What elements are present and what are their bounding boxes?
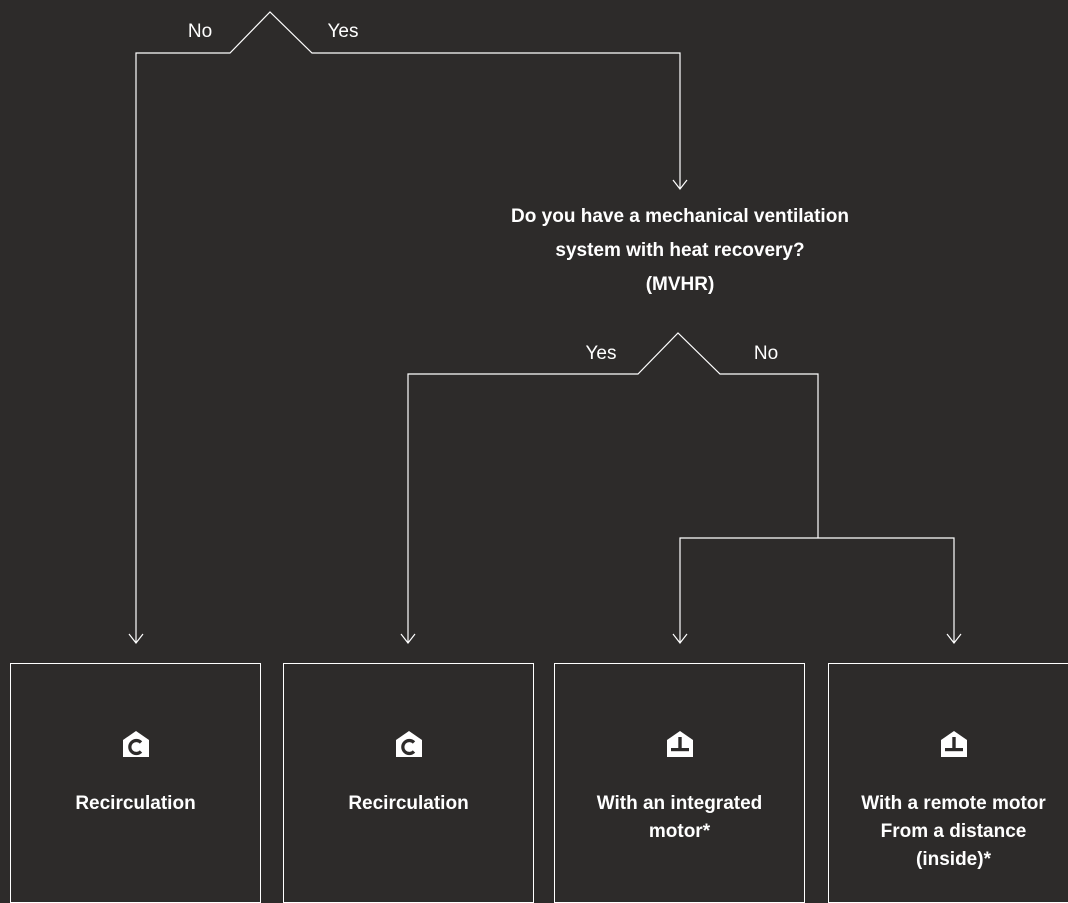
- option-title: With a remote motor From a distance (ins…: [829, 790, 1068, 874]
- option-title-line: Recirculation: [75, 793, 196, 814]
- recirculation-house-icon: [122, 731, 149, 757]
- mvhr-question: Do you have a mechanical ventilation sys…: [430, 200, 930, 302]
- extraction-motor-house-icon: [940, 731, 967, 757]
- arrowhead-option-2: [400, 633, 416, 644]
- arrowhead-option-3: [672, 633, 688, 644]
- option-title-line: With an integrated: [596, 793, 763, 814]
- option-title: With an integrated motor*: [555, 790, 804, 846]
- motor-split-connector: [679, 537, 955, 643]
- mvhr-yes-label: Yes: [585, 343, 617, 364]
- arrowhead-left-option-1: [128, 633, 144, 644]
- mvhr-branch-connector: [407, 332, 819, 643]
- option-title-line: (inside)*: [916, 849, 991, 870]
- top-no-label: No: [187, 21, 213, 42]
- option-title-line: Recirculation: [348, 793, 469, 814]
- option-title-line: From a distance: [880, 821, 1027, 842]
- option-card-recirculation-2[interactable]: Recirculation: [283, 663, 534, 903]
- arrowhead-question: [672, 179, 688, 190]
- option-title-line: motor*: [648, 821, 711, 842]
- flowchart-connectors: [128, 11, 962, 644]
- option-title: Recirculation: [284, 790, 533, 818]
- option-title-line: With a remote motor: [861, 793, 1046, 814]
- mvhr-no-label: No: [753, 343, 779, 364]
- option-card-recirculation-1[interactable]: Recirculation: [10, 663, 261, 903]
- question-line-1: Do you have a mechanical ventilation: [511, 206, 849, 227]
- option-title: Recirculation: [11, 790, 260, 818]
- extraction-motor-house-icon: [666, 731, 693, 757]
- arrowhead-option-4: [946, 633, 962, 644]
- question-line-3: (MVHR): [645, 274, 715, 295]
- option-card-integrated-motor[interactable]: With an integrated motor*: [554, 663, 805, 903]
- top-branch-connector: [135, 11, 681, 643]
- top-yes-label: Yes: [327, 21, 359, 42]
- option-card-remote-motor[interactable]: With a remote motor From a distance (ins…: [828, 663, 1068, 903]
- question-line-2: system with heat recovery?: [555, 240, 805, 261]
- recirculation-house-icon: [395, 731, 422, 757]
